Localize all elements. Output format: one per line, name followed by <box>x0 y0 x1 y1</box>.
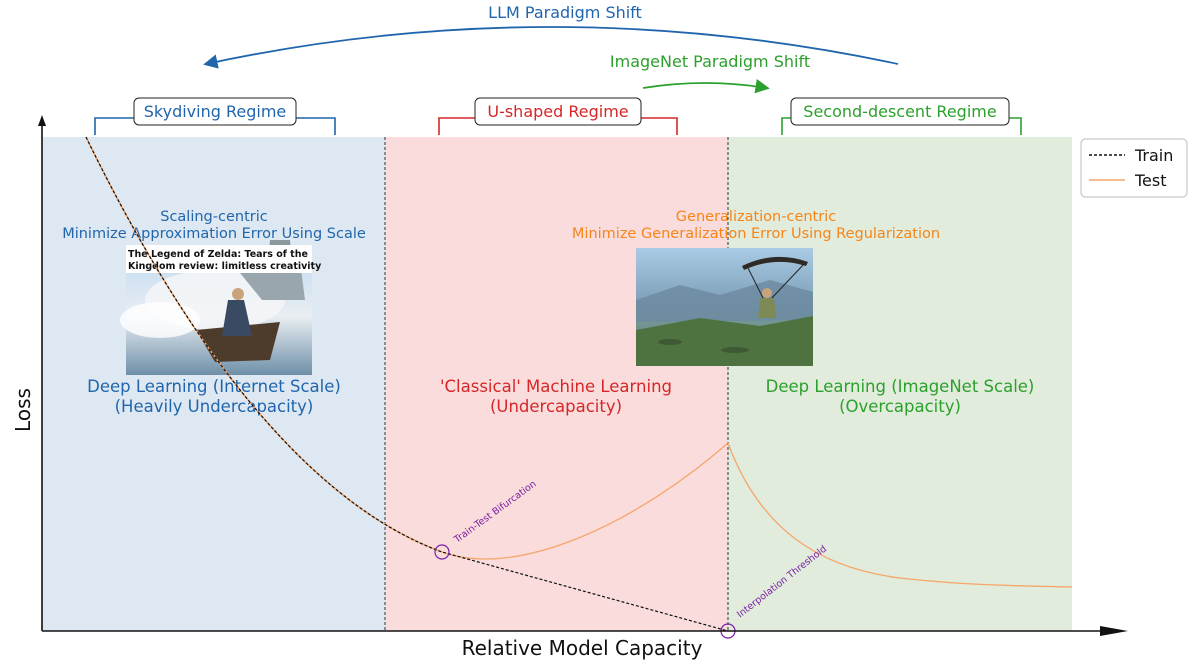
test-curve-second-descent <box>727 442 1073 588</box>
second-descent-regime-label: Second-descent Regime <box>803 102 996 121</box>
legend-box <box>1080 138 1188 198</box>
zelda-caption-line1: The Legend of Zelda: Tears of the <box>128 249 308 260</box>
x-axis-arrowhead <box>1100 626 1128 636</box>
paraglider-thumbnail <box>636 248 813 366</box>
test-curve-u-shape <box>441 442 729 560</box>
generalization-centric-label: Generalization-centric <box>676 209 836 225</box>
imagenet-shift-arrow <box>642 79 770 94</box>
legend-train-label: Train <box>1134 146 1173 165</box>
scaling-centric-label: Scaling-centric <box>160 209 268 225</box>
y-axis-label: Loss <box>11 388 35 432</box>
bifurcation-marker <box>434 544 450 560</box>
x-axis-label: Relative Model Capacity <box>462 636 703 660</box>
zone-second-descent-background <box>728 137 1072 631</box>
heavily-undercapacity-label: (Heavily Undercapacity) <box>115 397 314 416</box>
skydiving-label-box <box>133 97 297 126</box>
zone-skydiving-background <box>42 137 385 631</box>
overcapacity-label: (Overcapacity) <box>839 397 961 416</box>
llm-shift-label: LLM Paradigm Shift <box>488 3 642 22</box>
u-shaped-regime-label: U-shaped Regime <box>487 102 628 121</box>
undercapacity-label: (Undercapacity) <box>490 397 622 416</box>
skydiving-regime-label: Skydiving Regime <box>144 102 287 121</box>
y-axis-arrowhead <box>38 115 46 126</box>
imagenet-shift-label: ImageNet Paradigm Shift <box>610 52 810 71</box>
zelda-caption-line2: Kingdom review: limitless creativity <box>128 261 322 272</box>
train-curve <box>85 136 729 632</box>
zone-u-shaped-background <box>385 137 728 631</box>
legend-test-label: Test <box>1134 171 1167 190</box>
deep-learning-imagenet-label: Deep Learning (ImageNet Scale) <box>766 377 1035 396</box>
classical-ml-label: 'Classical' Machine Learning <box>440 377 672 396</box>
minimize-approximation-label: Minimize Approximation Error Using Scale <box>62 226 366 242</box>
llm-shift-arrow <box>203 26 899 69</box>
second-descent-label-box <box>790 97 1010 126</box>
u-shaped-label-box <box>474 97 642 126</box>
zelda-review-thumbnail: The Legend of Zelda: Tears of the Kingdo… <box>120 240 322 375</box>
legend: Train Test <box>1080 138 1188 198</box>
minimize-generalization-label: Minimize Generalization Error Using Regu… <box>572 226 940 242</box>
deep-learning-internet-label: Deep Learning (Internet Scale) <box>87 377 341 396</box>
